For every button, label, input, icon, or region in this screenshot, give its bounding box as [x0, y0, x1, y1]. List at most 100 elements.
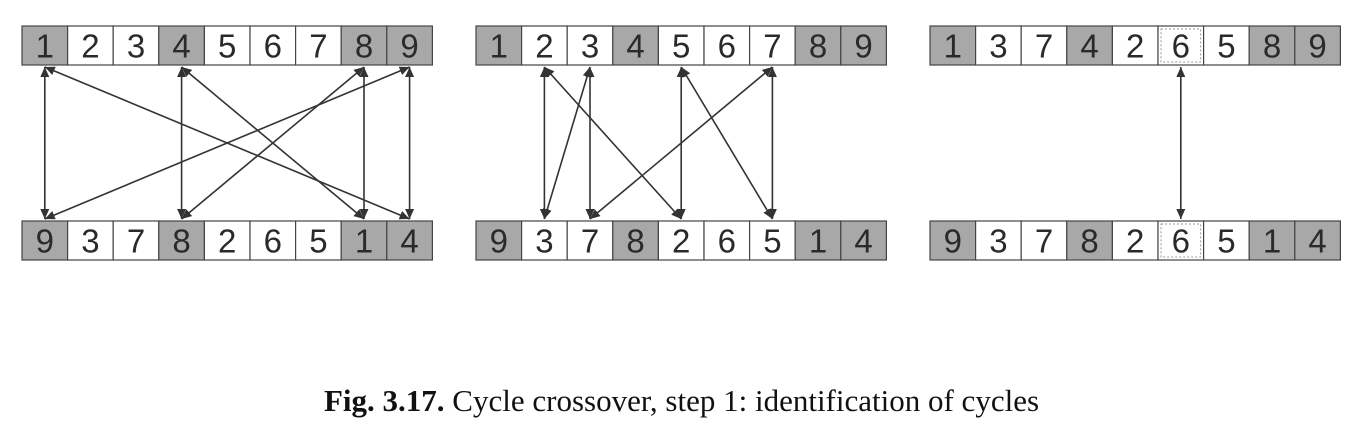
gene-value: 6 [718, 223, 736, 260]
gene-cell [794, 25, 842, 66]
gene-cell [158, 220, 206, 261]
gene-value: 9 [490, 223, 508, 260]
gene-cell [66, 25, 114, 66]
gene-cell [929, 25, 977, 66]
gene-value: 2 [672, 223, 690, 260]
gene-value: 6 [1172, 223, 1190, 260]
gene-value: 6 [264, 28, 282, 65]
gene-cell [974, 25, 1022, 66]
gene-value: 5 [1217, 223, 1235, 260]
gene-value: 3 [81, 223, 99, 260]
gene-value: 9 [36, 223, 54, 260]
gene-value: 8 [1263, 28, 1281, 65]
gene-cell [1294, 25, 1342, 66]
figure-caption: Fig. 3.17. Cycle crossover, step 1: iden… [0, 383, 1363, 419]
cycle-arrow [44, 66, 410, 220]
dotted-cell-outline [1160, 223, 1202, 258]
gene-value: 4 [1080, 28, 1098, 65]
gene-value: 7 [309, 28, 327, 65]
gene-value: 5 [1217, 28, 1235, 65]
gene-value: 1 [809, 223, 827, 260]
gene-value: 4 [400, 223, 418, 260]
gene-value: 1 [1263, 223, 1281, 260]
gene-cell [840, 220, 887, 261]
gene-cell [340, 25, 388, 66]
gene-value: 8 [809, 28, 827, 65]
gene-value: 9 [944, 223, 962, 260]
gene-value: 1 [944, 28, 962, 65]
gene-cell [1248, 25, 1296, 66]
gene-cell [1248, 220, 1296, 261]
gene-cell [840, 25, 887, 66]
gene-value: 3 [989, 28, 1007, 65]
gene-value: 9 [1308, 28, 1326, 65]
gene-value: 3 [127, 28, 145, 65]
gene-value: 6 [264, 223, 282, 260]
arrows-layer [40, 66, 1186, 220]
gene-value: 3 [989, 223, 1007, 260]
gene-value: 1 [36, 28, 54, 65]
gene-cell [21, 220, 69, 261]
figure-label: Fig. 3.17. [323, 383, 445, 418]
gene-value: 2 [218, 223, 236, 260]
figure-caption-text: Cycle crossover, step 1: identification … [452, 383, 1040, 418]
gene-cell [475, 220, 523, 261]
gene-cell [158, 25, 206, 66]
gene-value: 5 [309, 223, 327, 260]
gene-cell [566, 220, 614, 261]
cycle-arrow [589, 66, 773, 220]
gene-value: 2 [81, 28, 99, 65]
cycle-arrow [680, 66, 774, 220]
gene-value: 4 [172, 28, 190, 65]
gene-value: 5 [672, 28, 690, 65]
gene-value: 2 [1126, 28, 1144, 65]
gene-value: 7 [581, 223, 599, 260]
gene-cell [386, 220, 433, 261]
gene-value: 7 [763, 28, 781, 65]
gene-cell [66, 220, 114, 261]
gene-value: 2 [535, 28, 553, 65]
gene-value: 5 [763, 223, 781, 260]
gene-cell [794, 220, 842, 261]
gene-cell [1202, 25, 1250, 66]
gene-value: 9 [400, 28, 418, 65]
cycle-arrow [542, 66, 592, 220]
gene-value: 8 [1080, 223, 1098, 260]
gene-value: 7 [1035, 28, 1053, 65]
gene-cell [1111, 220, 1159, 261]
gene-cell [703, 25, 751, 66]
gene-value: 7 [127, 223, 145, 260]
gene-value: 3 [581, 28, 599, 65]
gene-cell [112, 25, 160, 66]
gene-cell [974, 220, 1022, 261]
gene-cell [1066, 25, 1114, 66]
gene-cell [249, 220, 297, 261]
dotted-cell-outline [1160, 28, 1202, 63]
gene-value: 9 [854, 28, 872, 65]
gene-cell [386, 25, 433, 66]
gene-value: 5 [218, 28, 236, 65]
gene-cell [1020, 220, 1068, 261]
gene-value: 3 [535, 223, 553, 260]
cycle-arrow [543, 66, 682, 220]
gene-cell [1157, 220, 1205, 261]
gene-cell [475, 25, 523, 66]
gene-cell [203, 25, 251, 66]
gene-cell [1111, 25, 1159, 66]
gene-value: 6 [1172, 28, 1190, 65]
gene-cell [1294, 220, 1342, 261]
gene-value: 8 [355, 28, 373, 65]
gene-value: 2 [1126, 223, 1144, 260]
gene-value: 6 [718, 28, 736, 65]
gene-value: 1 [355, 223, 373, 260]
gene-cell [1020, 25, 1068, 66]
